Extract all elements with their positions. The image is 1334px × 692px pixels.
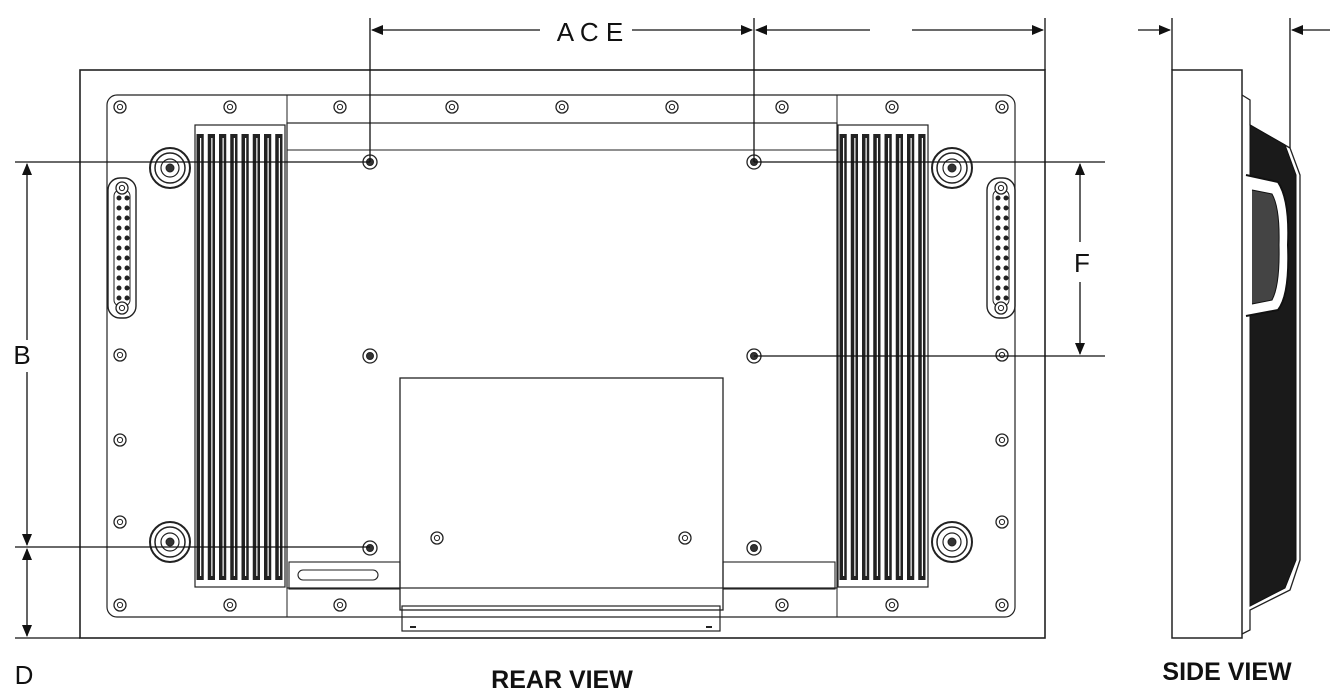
screw-icon xyxy=(333,598,347,612)
side-view xyxy=(1138,18,1330,639)
bottom-slot-left xyxy=(297,569,379,581)
grip-dot xyxy=(995,255,1001,261)
grip-dot xyxy=(1003,295,1009,301)
grip-dot xyxy=(124,215,130,221)
bottom-bracket-left xyxy=(288,561,401,590)
grip-dot xyxy=(124,235,130,241)
grip-dot xyxy=(1003,235,1009,241)
handle-left xyxy=(107,177,137,319)
grip-dot xyxy=(116,195,122,201)
screw-icon xyxy=(115,181,129,195)
grip-dot xyxy=(995,225,1001,231)
grip-dot xyxy=(116,245,122,251)
rubber-feet xyxy=(149,147,973,563)
screw-icon xyxy=(678,531,692,545)
grip-dot xyxy=(1003,275,1009,281)
screw-icon xyxy=(994,301,1008,315)
dimension-label-ace: A C E xyxy=(557,17,623,47)
screw-icon xyxy=(430,531,444,545)
screw-icon xyxy=(995,433,1009,447)
screw-icon xyxy=(333,100,347,114)
grip-dot xyxy=(124,285,130,291)
grip-dot xyxy=(1003,255,1009,261)
grip-dot xyxy=(1003,265,1009,271)
grip-dot xyxy=(995,215,1001,221)
screw-icon xyxy=(113,348,127,362)
grip-dot xyxy=(995,295,1001,301)
screw-icon xyxy=(775,100,789,114)
screw-icon xyxy=(113,598,127,612)
side-rear-profile xyxy=(1241,94,1301,635)
screw-icon xyxy=(115,301,129,315)
side-body xyxy=(1171,69,1243,639)
rear-view-title: REAR VIEW xyxy=(491,666,633,692)
outer-frame xyxy=(79,69,1046,639)
grip-dot xyxy=(1003,285,1009,291)
grip-dot xyxy=(1003,215,1009,221)
grip-dot xyxy=(995,265,1001,271)
heatsink-left xyxy=(194,124,286,588)
screw-icon xyxy=(223,100,237,114)
grip-dot xyxy=(116,215,122,221)
grip-dot xyxy=(116,295,122,301)
screw-icon xyxy=(555,100,569,114)
screw-icon xyxy=(995,100,1009,114)
screw-icon xyxy=(885,598,899,612)
dimension-lines xyxy=(15,18,1105,639)
grip-dot xyxy=(995,195,1001,201)
screw-icon xyxy=(113,515,127,529)
grip-dot xyxy=(116,205,122,211)
screw-icon xyxy=(665,100,679,114)
side-view-title: SIDE VIEW xyxy=(1162,658,1292,686)
dimension-label-f: F xyxy=(1074,248,1090,278)
grip-dot xyxy=(124,205,130,211)
grip-dot xyxy=(1003,245,1009,251)
grip-dot xyxy=(995,235,1001,241)
dimension-label-b: B xyxy=(13,340,30,370)
bottom-bracket-right xyxy=(722,561,836,590)
grip-dot xyxy=(116,235,122,241)
grip-dot xyxy=(1003,195,1009,201)
cover-plate-lip xyxy=(401,605,721,632)
grip-dot xyxy=(995,245,1001,251)
screw-icon xyxy=(775,598,789,612)
screw-icon xyxy=(113,100,127,114)
screw-icon xyxy=(995,598,1009,612)
grip-dot xyxy=(124,295,130,301)
grip-dot xyxy=(116,275,122,281)
handle-right xyxy=(986,177,1016,319)
grip-dot xyxy=(116,285,122,291)
grip-dot xyxy=(124,275,130,281)
rear-view xyxy=(79,69,1046,639)
grip-dot xyxy=(995,205,1001,211)
grip-dot xyxy=(1003,205,1009,211)
mounting-screws xyxy=(113,100,1009,612)
screw-icon xyxy=(994,181,1008,195)
cover-plate xyxy=(399,377,724,611)
grip-dot xyxy=(995,275,1001,281)
screw-icon xyxy=(445,100,459,114)
grip-dot xyxy=(995,285,1001,291)
dimension-label-d: D xyxy=(15,660,34,690)
grip-dot xyxy=(124,255,130,261)
screw-icon xyxy=(113,433,127,447)
grip-dot xyxy=(1003,225,1009,231)
grip-dot xyxy=(116,225,122,231)
screw-icon xyxy=(995,348,1009,362)
grip-dot xyxy=(124,245,130,251)
grip-dot xyxy=(116,255,122,261)
grip-dot xyxy=(124,195,130,201)
screw-icon xyxy=(223,598,237,612)
screw-icon xyxy=(995,515,1009,529)
screw-icon xyxy=(885,100,899,114)
grip-dot xyxy=(124,265,130,271)
grip-dot xyxy=(116,265,122,271)
grip-dot xyxy=(124,225,130,231)
